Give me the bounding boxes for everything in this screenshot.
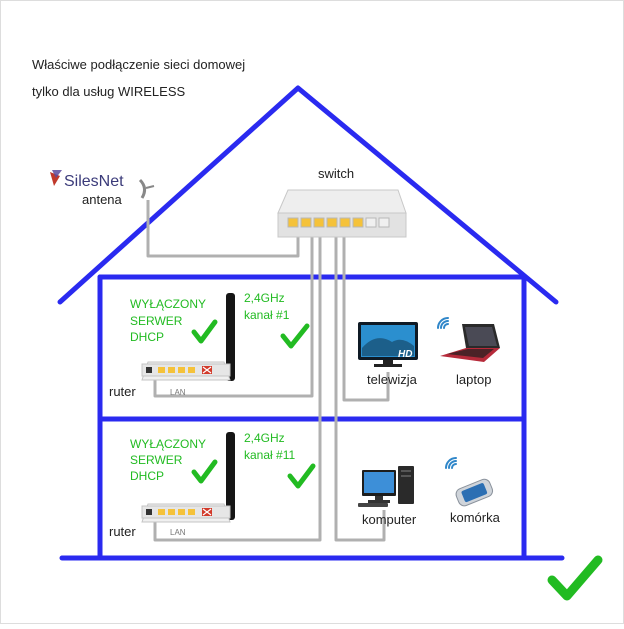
lan-label: LAN xyxy=(170,388,186,397)
computer-label: komputer xyxy=(362,512,417,527)
title-line-2: tylko dla usług WIRELESS xyxy=(32,84,186,99)
dhcp-line-3: DHCP xyxy=(130,330,164,344)
antenna-icon xyxy=(138,178,155,199)
antenna-label: antena xyxy=(82,192,123,207)
laptop-label: laptop xyxy=(456,372,491,387)
switch-port xyxy=(352,217,364,228)
silesnet-logo: SilesNet xyxy=(50,170,124,190)
check-icon xyxy=(191,319,218,344)
computer-icon xyxy=(358,466,414,507)
title-line-1: Właściwe podłączenie sieci domowej xyxy=(32,57,245,72)
switch-device xyxy=(277,189,407,238)
switch-ports xyxy=(287,217,390,228)
cable-switch-router-upper xyxy=(153,226,314,398)
router-antenna xyxy=(226,432,235,520)
tv-label: telewizja xyxy=(367,372,418,387)
tv-hd-badge: HD xyxy=(398,349,412,360)
wifi-band: 2,4GHz xyxy=(244,291,285,305)
wifi-channel: kanał #1 xyxy=(244,308,290,322)
wifi-band: 2,4GHz xyxy=(244,431,285,445)
switch-port xyxy=(378,217,390,228)
big-check-icon xyxy=(547,555,603,601)
wifi-icon xyxy=(445,457,457,469)
router-label: ruter xyxy=(109,384,136,399)
switch-port xyxy=(287,217,299,228)
lan-label: LAN xyxy=(170,528,186,537)
tv-icon: HD xyxy=(358,322,418,367)
cable-antenna-switch xyxy=(146,200,300,258)
dhcp-line-1: WYŁĄCZONY xyxy=(130,437,206,451)
cable-switch-router-lower xyxy=(153,226,322,542)
brand-name: SilesNet xyxy=(64,173,124,190)
wifi-icon xyxy=(437,317,449,329)
cable-switch-tv xyxy=(342,226,390,402)
dhcp-line-1: WYŁĄCZONY xyxy=(130,297,206,311)
dhcp-line-3: DHCP xyxy=(130,469,164,483)
switch-port xyxy=(300,217,312,228)
switch-port xyxy=(326,217,338,228)
check-icon xyxy=(287,463,316,489)
dhcp-line-2: SERWER xyxy=(130,453,183,467)
check-icon xyxy=(280,323,310,349)
router-label: ruter xyxy=(109,524,136,539)
switch-port xyxy=(365,217,377,228)
router-icon xyxy=(141,432,235,523)
floor-lower: WYŁĄCZONY SERWER DHCP 2,4GHz kanał #11 r… xyxy=(109,431,501,539)
cable-switch-computer xyxy=(334,226,386,542)
house-roof xyxy=(57,85,559,305)
check-icon xyxy=(191,459,218,484)
router-icon xyxy=(141,293,235,381)
phone-label: komórka xyxy=(450,510,501,525)
floor-upper: WYŁĄCZONY SERWER DHCP 2,4GHz kanał #1 ru… xyxy=(109,291,500,399)
house-outline xyxy=(57,85,565,561)
dhcp-line-2: SERWER xyxy=(130,314,183,328)
switch-label: switch xyxy=(318,166,354,181)
phone-icon xyxy=(455,478,494,507)
switch-port xyxy=(339,217,351,228)
wifi-channel: kanał #11 xyxy=(244,448,295,462)
laptop-icon xyxy=(440,324,500,362)
switch-port xyxy=(313,217,325,228)
router-antenna xyxy=(226,293,235,381)
cables xyxy=(146,200,390,542)
